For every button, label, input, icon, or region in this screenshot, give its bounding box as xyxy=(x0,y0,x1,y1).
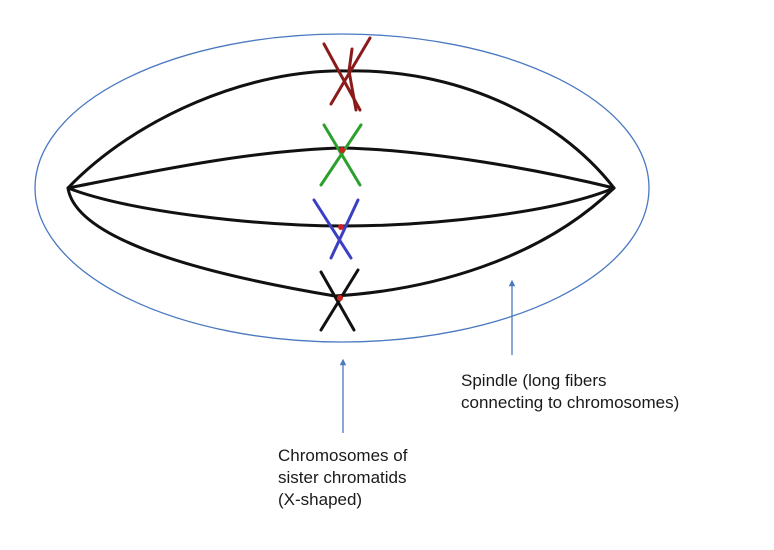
chromatid-arm xyxy=(347,47,354,73)
chromosome-label-line-3: (X-shaped) xyxy=(278,490,363,509)
centromere xyxy=(337,295,343,301)
chromosome-label: Chromosomes of sister chromatids (X-shap… xyxy=(278,445,407,511)
centromere xyxy=(339,147,345,153)
spindle-label-line-2: connecting to chromosomes) xyxy=(461,393,680,412)
spindle-label: Spindle (long fibers connecting to chrom… xyxy=(461,370,679,414)
chromosome-label-line-2: sister chromatids xyxy=(278,468,407,487)
spindle-label-line-1: Spindle (long fibers xyxy=(461,371,607,390)
spindle-fibers xyxy=(66,69,616,298)
chromatid xyxy=(312,198,353,260)
spindle-fiber-inner-bottom xyxy=(66,186,616,228)
chromatid xyxy=(329,198,360,260)
chromosome-3 xyxy=(312,198,360,260)
chromatid-arm xyxy=(347,69,358,112)
cell-outline xyxy=(34,33,650,343)
chromatid xyxy=(319,123,363,187)
chromosome-1 xyxy=(322,36,372,112)
chromosome-label-line-1: Chromosomes of xyxy=(278,446,408,465)
chromosome-2 xyxy=(319,123,363,187)
centromere xyxy=(338,224,344,230)
